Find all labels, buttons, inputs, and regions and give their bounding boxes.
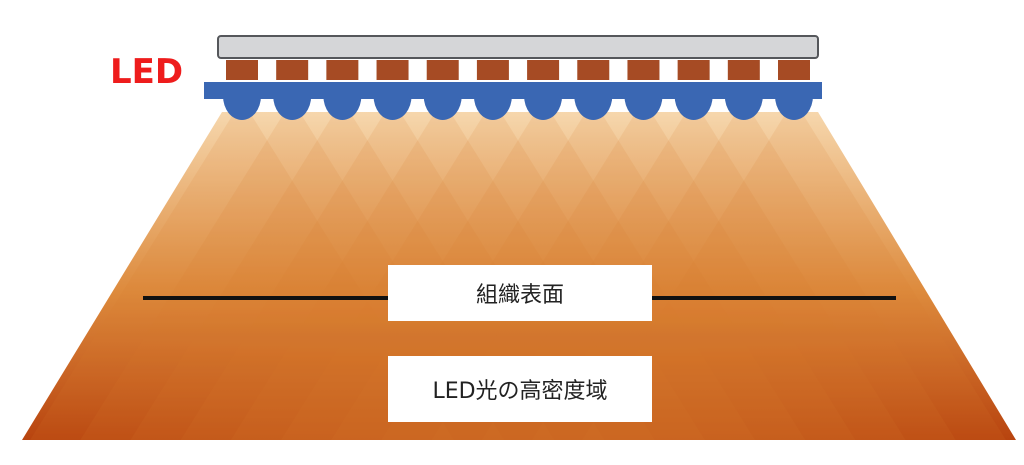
light-cone [579, 112, 1009, 440]
led-lens [775, 96, 813, 120]
led-lens [223, 96, 261, 120]
led-lens [423, 96, 462, 120]
led-chip [527, 60, 560, 80]
led-chip [727, 60, 760, 80]
led-lens [473, 96, 512, 120]
led-chip [627, 60, 660, 80]
led-lens [373, 96, 412, 120]
led-label: LED [110, 52, 184, 92]
lens-bar [204, 82, 822, 99]
led-lens [724, 96, 763, 120]
led-chip [476, 60, 509, 80]
led-chip [577, 60, 610, 80]
tissue-surface-label: 組織表面 [388, 265, 652, 321]
led-lens [524, 96, 563, 120]
led-lens [624, 96, 663, 120]
led-lens [574, 96, 613, 120]
high-density-zone-label: LED光の高密度域 [388, 356, 652, 422]
led-chip [677, 60, 710, 80]
led-assembly [204, 35, 822, 120]
led-chip [226, 60, 258, 80]
light-cone [27, 112, 457, 440]
mounting-rail [217, 35, 819, 59]
led-chip [426, 60, 459, 80]
led-chip [778, 60, 810, 80]
led-chips [226, 60, 810, 80]
led-chip [276, 60, 309, 80]
led-chip [376, 60, 409, 80]
led-lens [273, 96, 312, 120]
led-lenses [223, 96, 813, 120]
led-lens [323, 96, 362, 120]
led-lens [674, 96, 713, 120]
led-chip [326, 60, 359, 80]
